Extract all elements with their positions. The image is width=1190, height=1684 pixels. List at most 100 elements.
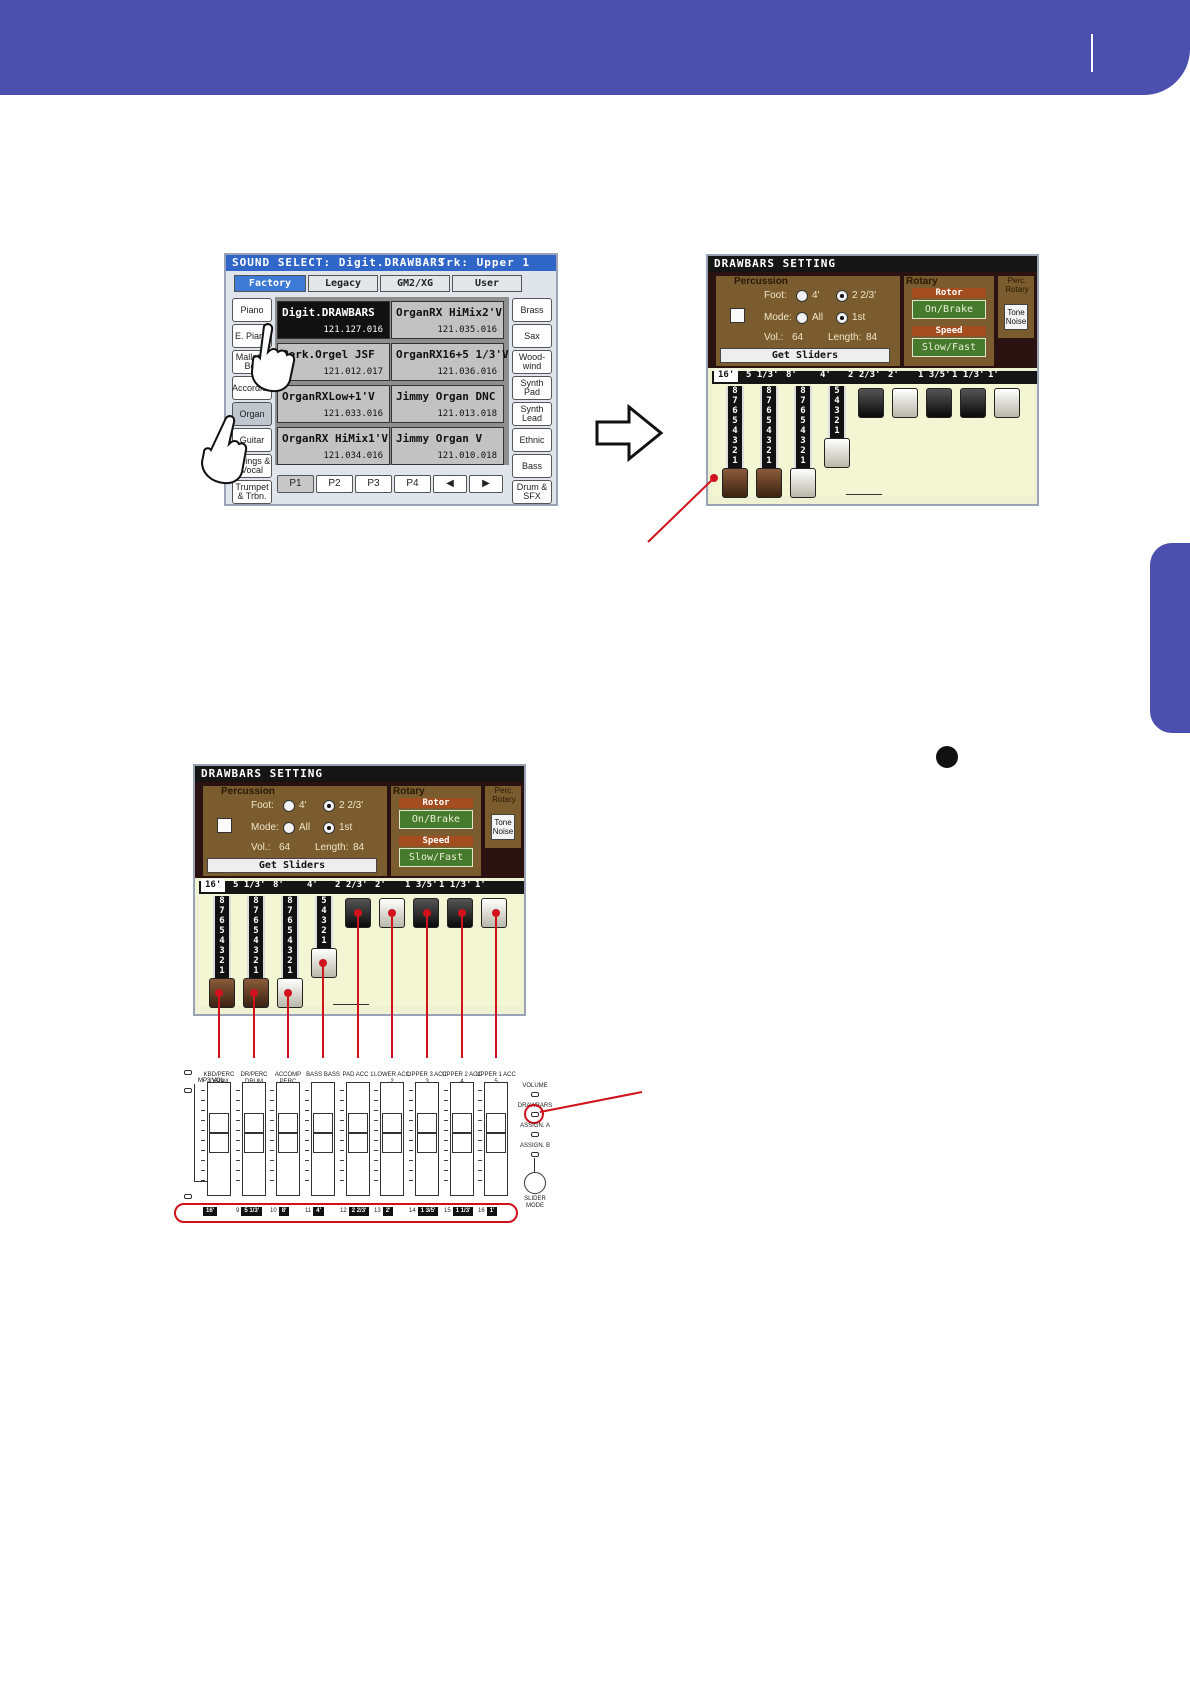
- tone-noise-button[interactable]: Tone Noise: [491, 814, 515, 840]
- drawbar-scale-number: 8: [766, 386, 772, 396]
- slow-fast-button[interactable]: Slow/Fast: [399, 848, 473, 867]
- tab-factory[interactable]: Factory: [234, 275, 306, 292]
- category-ethnic[interactable]: Ethnic: [512, 428, 552, 452]
- connector-line: [426, 913, 428, 1058]
- page-prev-button[interactable]: ◀: [433, 475, 467, 493]
- page-button-p3[interactable]: P3: [355, 475, 392, 493]
- slider-knob[interactable]: [313, 1113, 333, 1153]
- category-woodwind[interactable]: Wood-wind: [512, 350, 552, 374]
- drawbar-8-handle[interactable]: [960, 388, 986, 418]
- category-brass[interactable]: Brass: [512, 298, 552, 322]
- drawbar-7-handle[interactable]: [926, 388, 952, 418]
- drawbar-5-handle[interactable]: [858, 388, 884, 418]
- category-synth-lead[interactable]: Synth Lead: [512, 402, 552, 426]
- hardware-slider-3[interactable]: [276, 1082, 300, 1196]
- scale-tick: [478, 1100, 482, 1101]
- hardware-slider-4[interactable]: [311, 1082, 335, 1196]
- drawbar-scale-number: 3: [219, 946, 225, 956]
- tab-user[interactable]: User: [452, 275, 522, 292]
- category-synth-pad[interactable]: Synth Pad: [512, 376, 552, 400]
- hardware-slider-5[interactable]: [346, 1082, 370, 1196]
- hardware-slider-8[interactable]: [450, 1082, 474, 1196]
- slider-knob[interactable]: [486, 1113, 506, 1153]
- slider-knob[interactable]: [348, 1113, 368, 1153]
- vol-label: Vol.:: [764, 332, 784, 343]
- slider-number: 15: [444, 1208, 451, 1214]
- hardware-slider-7[interactable]: [415, 1082, 439, 1196]
- on-brake-button[interactable]: On/Brake: [399, 810, 473, 829]
- tab-legacy[interactable]: Legacy: [308, 275, 378, 292]
- category-drum-sfx[interactable]: Drum & SFX: [512, 480, 552, 504]
- page-button-p2[interactable]: P2: [316, 475, 353, 493]
- scale-tick: [270, 1140, 274, 1141]
- slider-mode-button[interactable]: [524, 1172, 546, 1194]
- slow-fast-button[interactable]: Slow/Fast: [912, 338, 986, 357]
- foot-2-2-3-radio[interactable]: [323, 800, 335, 812]
- drawbar-scale-number: 5: [766, 416, 772, 426]
- drawbar-9-handle[interactable]: [994, 388, 1020, 418]
- percussion-checkbox[interactable]: [730, 308, 745, 323]
- get-sliders-button[interactable]: Get Sliders: [207, 858, 377, 873]
- category-organ[interactable]: Organ: [232, 402, 272, 426]
- slider-knob[interactable]: [278, 1113, 298, 1153]
- drawbar-9-handle[interactable]: [481, 898, 507, 928]
- category-trumpet-trbn[interactable]: Trumpet & Trbn.: [232, 480, 272, 504]
- connector-dot: [284, 989, 292, 997]
- drawbar-scale-number: 5: [219, 926, 225, 936]
- vol-value: 64: [279, 842, 291, 853]
- drawbar-1-handle[interactable]: [722, 468, 748, 498]
- mode-1st-radio[interactable]: [323, 822, 335, 834]
- get-sliders-button[interactable]: Get Sliders: [720, 348, 890, 363]
- slider-knob[interactable]: [382, 1113, 402, 1153]
- drawbar-scale-number: 6: [253, 916, 259, 926]
- tone-noise-button[interactable]: Tone Noise: [1004, 304, 1028, 330]
- callout-line: [647, 474, 718, 543]
- page-button-p4[interactable]: P4: [394, 475, 431, 493]
- drawbar-4-handle[interactable]: [824, 438, 850, 468]
- mode-all-radio[interactable]: [283, 822, 295, 834]
- slider-knob[interactable]: [244, 1113, 264, 1153]
- category-bass[interactable]: Bass: [512, 454, 552, 478]
- percussion-checkbox[interactable]: [217, 818, 232, 833]
- category-sax[interactable]: Sax: [512, 324, 552, 348]
- category-piano[interactable]: Piano: [232, 298, 272, 322]
- hardware-slider-2[interactable]: [242, 1082, 266, 1196]
- percussion-label: Percussion: [734, 276, 788, 287]
- slider-knob[interactable]: [209, 1113, 229, 1153]
- drawbar-6-handle[interactable]: [892, 388, 918, 418]
- hardware-slider-1[interactable]: [207, 1082, 231, 1196]
- slider-knob[interactable]: [417, 1113, 437, 1153]
- hardware-slider-9[interactable]: [484, 1082, 508, 1196]
- mode-1st-radio[interactable]: [836, 312, 848, 324]
- page-button-p1[interactable]: P1: [277, 475, 314, 493]
- drawbar-scale-number: 4: [732, 426, 738, 436]
- footage-label: 2': [888, 370, 899, 380]
- tab-gm2-xg[interactable]: GM2/XG: [380, 275, 450, 292]
- slider-number: 9: [236, 1208, 240, 1214]
- scale-tick: [305, 1150, 309, 1151]
- foot-4-radio[interactable]: [283, 800, 295, 812]
- scale-tick: [444, 1160, 448, 1161]
- foot-2-2-3-radio[interactable]: [836, 290, 848, 302]
- drawbar-8-handle[interactable]: [447, 898, 473, 928]
- drawbar-2-handle[interactable]: [756, 468, 782, 498]
- scale-tick: [409, 1150, 413, 1151]
- drawbar-3-handle[interactable]: [790, 468, 816, 498]
- slider-knob[interactable]: [452, 1113, 472, 1153]
- foot-4-radio[interactable]: [796, 290, 808, 302]
- hardware-slider-6[interactable]: [380, 1082, 404, 1196]
- on-brake-button[interactable]: On/Brake: [912, 300, 986, 319]
- page-next-button[interactable]: ▶: [469, 475, 503, 493]
- drawbar-scale-number: 8: [732, 386, 738, 396]
- mode-all-radio[interactable]: [796, 312, 808, 324]
- category-guitar[interactable]: Guitar: [232, 428, 272, 452]
